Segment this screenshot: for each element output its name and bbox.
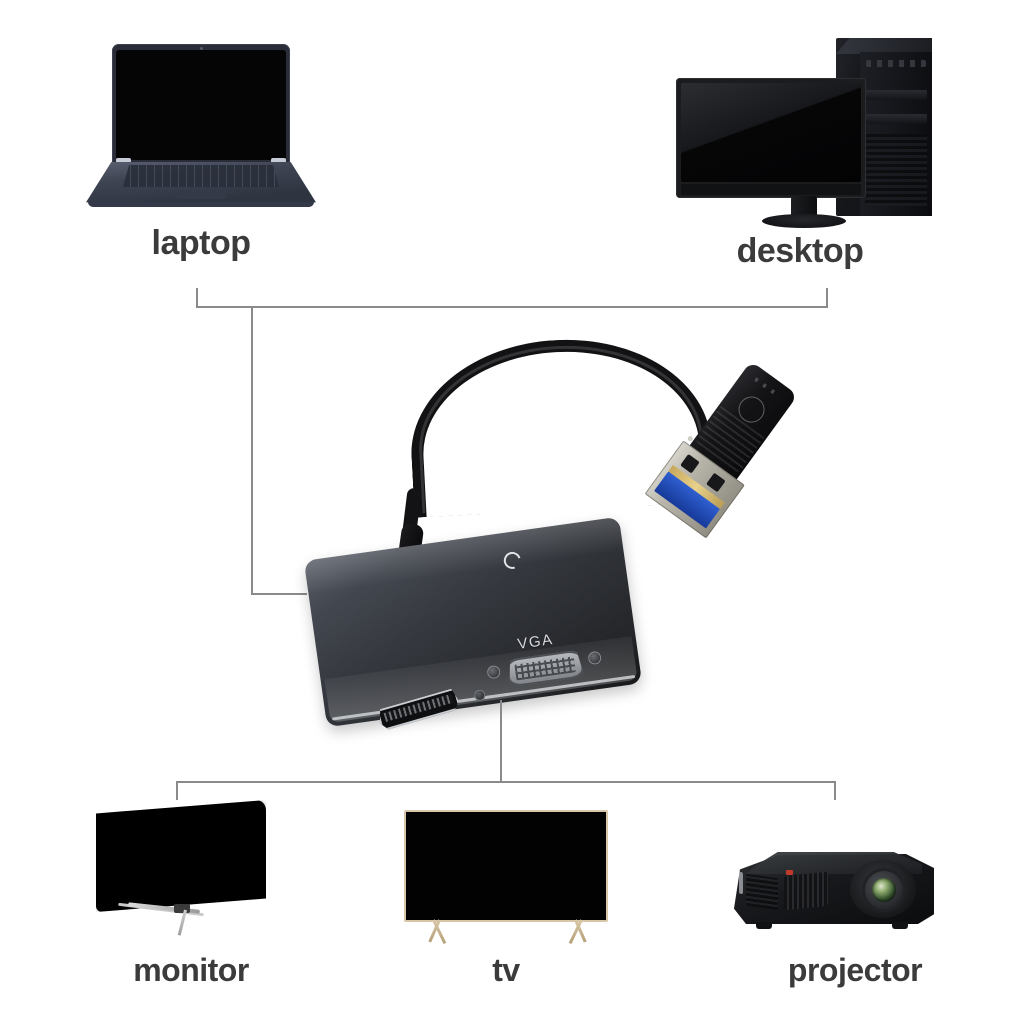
source-bracket-horizontal <box>196 306 828 308</box>
laptop-screen <box>116 50 286 160</box>
adapter-body: VGA <box>303 516 643 728</box>
laptop-front-edge <box>88 202 314 207</box>
television-icon <box>404 810 608 945</box>
projector-front-vent <box>784 871 828 911</box>
desktop-computer-icon <box>676 38 932 228</box>
label-desktop: desktop <box>736 232 864 270</box>
output-bracket-tick-monitor <box>176 781 178 800</box>
projector-icon <box>724 836 946 948</box>
desktop-monitor <box>676 78 866 198</box>
laptop-lid <box>112 44 290 164</box>
label-monitor: monitor <box>133 952 249 988</box>
output-bracket-drop-line <box>500 700 502 782</box>
desktop-drive-bay-1 <box>865 90 927 100</box>
desktop-drive-bay-2 <box>865 114 927 124</box>
laptop-hinge-left <box>116 158 131 163</box>
usb-to-hdmi-vga-adapter: VGA <box>300 332 840 738</box>
tv-frame <box>404 810 608 922</box>
adapter-body-highlight <box>303 516 624 595</box>
projector-foot-left <box>756 922 772 929</box>
desktop-monitor-base <box>762 214 846 228</box>
laptop-icon <box>86 44 316 216</box>
source-bracket-tick-desktop <box>826 288 828 307</box>
laptop-keyboard <box>122 165 280 187</box>
projector-power-led <box>786 870 793 875</box>
laptop-trackpad <box>175 190 227 199</box>
monitor-curve-highlight <box>268 800 276 912</box>
monitor-neck <box>174 904 190 913</box>
desktop-monitor-screen <box>681 83 861 182</box>
monitor-leg <box>177 909 187 936</box>
desktop-vent-grille <box>865 134 927 206</box>
source-bracket-tick-laptop <box>196 288 198 307</box>
monitor-panel <box>96 800 266 912</box>
source-bracket-to-adapter <box>251 593 307 595</box>
desktop-front-buttons <box>866 60 926 67</box>
desktop-monitor-neck <box>791 196 817 218</box>
label-tv: tv <box>492 952 520 988</box>
desktop-tower-top <box>836 38 932 54</box>
projector-foot-right <box>892 922 908 929</box>
projector-side-vent <box>746 873 778 911</box>
projector-side-slot <box>739 871 743 895</box>
output-bracket-horizontal <box>176 781 836 783</box>
source-bracket-drop-line <box>251 306 253 595</box>
curved-monitor-icon <box>96 800 276 936</box>
output-bracket-tick-projector <box>834 781 836 800</box>
label-projector: projector <box>787 952 923 988</box>
laptop-webcam-icon <box>199 46 203 50</box>
laptop-hinge-right <box>271 158 286 163</box>
adapter-body-front-edge <box>324 636 638 723</box>
tv-screen <box>407 813 605 919</box>
label-laptop: laptop <box>151 224 251 262</box>
desktop-monitor-bezel-bottom <box>681 184 861 195</box>
projector-lens-glass <box>872 878 896 902</box>
